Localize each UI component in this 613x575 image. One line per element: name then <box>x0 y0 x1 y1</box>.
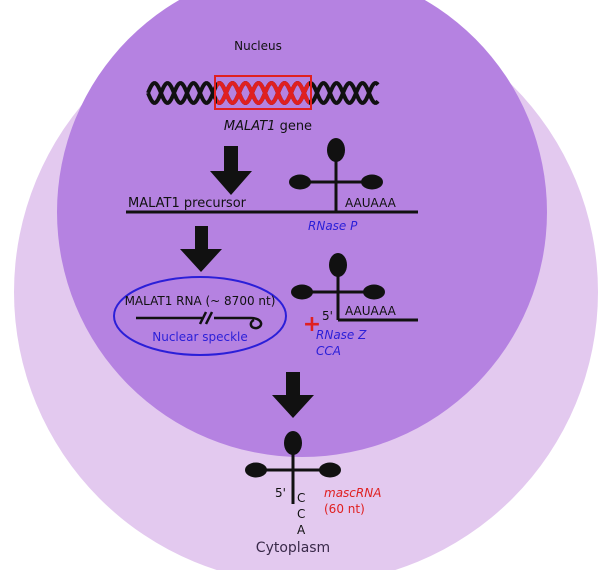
gene-name: MALAT1 <box>224 119 276 134</box>
down-arrow-2 <box>180 226 222 272</box>
cca-tail-c2: C <box>297 507 305 521</box>
five-prime-label-2: 5' <box>275 486 286 500</box>
dna-helix <box>146 81 380 105</box>
cca-tail-a: A <box>297 523 306 537</box>
dna-gene-segment-1 <box>217 81 309 105</box>
gene-suffix: gene <box>275 119 312 134</box>
nucleus-circle <box>57 0 547 457</box>
malat1-gene-highlight-box <box>214 75 312 110</box>
five-prime-label-1: 5' <box>322 309 333 323</box>
polya-signal-2: AAUAAA <box>345 304 397 318</box>
down-arrow-3 <box>272 372 314 418</box>
malat1-rna-label: MALAT1 RNA (~ 8700 nt) <box>125 294 276 308</box>
rnase-p-label: RNase P <box>308 219 358 233</box>
trna-structure-1 <box>289 138 383 212</box>
cytoplasm-label: Cytoplasm <box>256 540 330 556</box>
dna-gene-segment-2 <box>217 81 309 105</box>
malat1-rna-strand <box>136 311 263 330</box>
gene-label: MALAT1 gene <box>224 119 312 134</box>
trna-structure-2 <box>291 253 385 320</box>
nuclear-speckle-outline <box>113 276 287 356</box>
precursor-label: MALAT1 precursor <box>128 196 247 211</box>
plus-sign: + <box>303 312 321 337</box>
cca-tail-c1: C <box>297 491 305 505</box>
rnase-z-label: RNase Z <box>316 328 367 342</box>
mascrna-length-label: (60 nt) <box>324 502 365 516</box>
mascrna-label: mascRNA <box>324 486 381 500</box>
nucleus-label: Nucleus <box>234 39 282 53</box>
down-arrow-1 <box>210 146 252 195</box>
cca-enzyme-label: CCA <box>316 344 341 358</box>
nuclear-speckle-label: Nuclear speckle <box>152 330 248 344</box>
polya-signal-1: AAUAAA <box>345 196 397 210</box>
mascrna-structure <box>245 431 341 504</box>
